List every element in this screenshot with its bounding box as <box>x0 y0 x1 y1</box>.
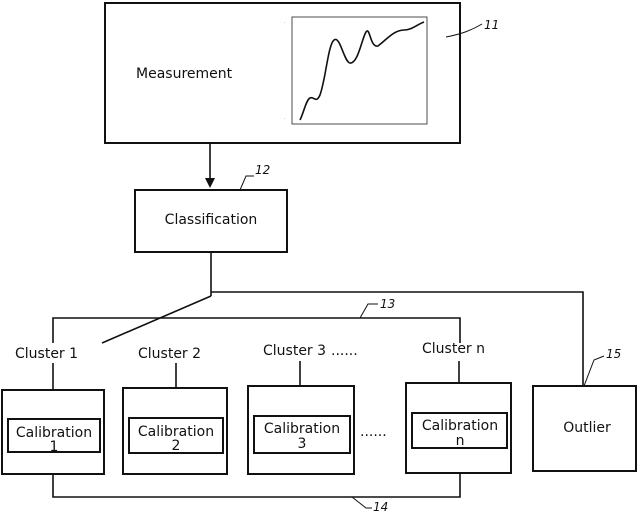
spectrum-plot-frame <box>292 17 427 124</box>
cluster-group-frame <box>53 318 460 343</box>
calibration-group-ref-leader <box>352 497 372 508</box>
cluster-label: Cluster n <box>422 341 485 357</box>
spectrum-plot: · · <box>284 17 427 124</box>
calibration-number: 2 <box>172 438 181 454</box>
arrow-head-icon <box>205 178 215 188</box>
cluster-label: Cluster 3 <box>263 343 326 359</box>
calibration-number: n <box>456 433 465 449</box>
cluster-label: Cluster 2 <box>138 346 201 362</box>
calibration-ellipsis: ...... <box>360 424 387 440</box>
calibration-label: Calibration <box>264 421 340 437</box>
measurement-node: Measurement · · 11 <box>105 3 499 143</box>
calibration-node-2: Calibration 2 <box>123 388 227 474</box>
cluster-group-ref-leader <box>360 304 378 318</box>
calibration-group-frame <box>53 473 460 497</box>
spectrum-y-tick: · <box>284 20 285 25</box>
spectrum-y-tick: · <box>284 116 285 121</box>
classification-to-cluster1-line <box>102 296 211 343</box>
calibration-node-1: Calibration 1 <box>2 390 104 474</box>
classification-ref: 12 <box>255 163 270 177</box>
calibration-group-ref: 14 <box>373 500 388 511</box>
outlier-node: Outlier 15 <box>533 347 636 471</box>
classification-node: Classification 12 <box>135 163 287 252</box>
cluster-ellipsis-label: ...... <box>331 343 358 359</box>
classification-ref-leader <box>240 176 254 190</box>
calibration-node-n: Calibration n <box>406 383 511 473</box>
cluster-label: Cluster 1 <box>15 346 78 362</box>
calibration-label: Calibration <box>422 418 498 434</box>
classification-label: Classification <box>165 212 258 228</box>
calibration-node-3: Calibration 3 <box>248 386 354 474</box>
measurement-label: Measurement <box>136 66 233 82</box>
calibration-number: 1 <box>50 439 59 455</box>
outlier-ref-leader <box>584 356 604 386</box>
calibration-number: 3 <box>298 436 307 452</box>
outlier-ref: 15 <box>606 347 621 361</box>
measurement-ref: 11 <box>484 18 499 32</box>
outlier-label: Outlier <box>563 420 611 436</box>
classification-to-outlier-line <box>211 292 583 386</box>
cluster-group-ref: 13 <box>380 297 395 311</box>
